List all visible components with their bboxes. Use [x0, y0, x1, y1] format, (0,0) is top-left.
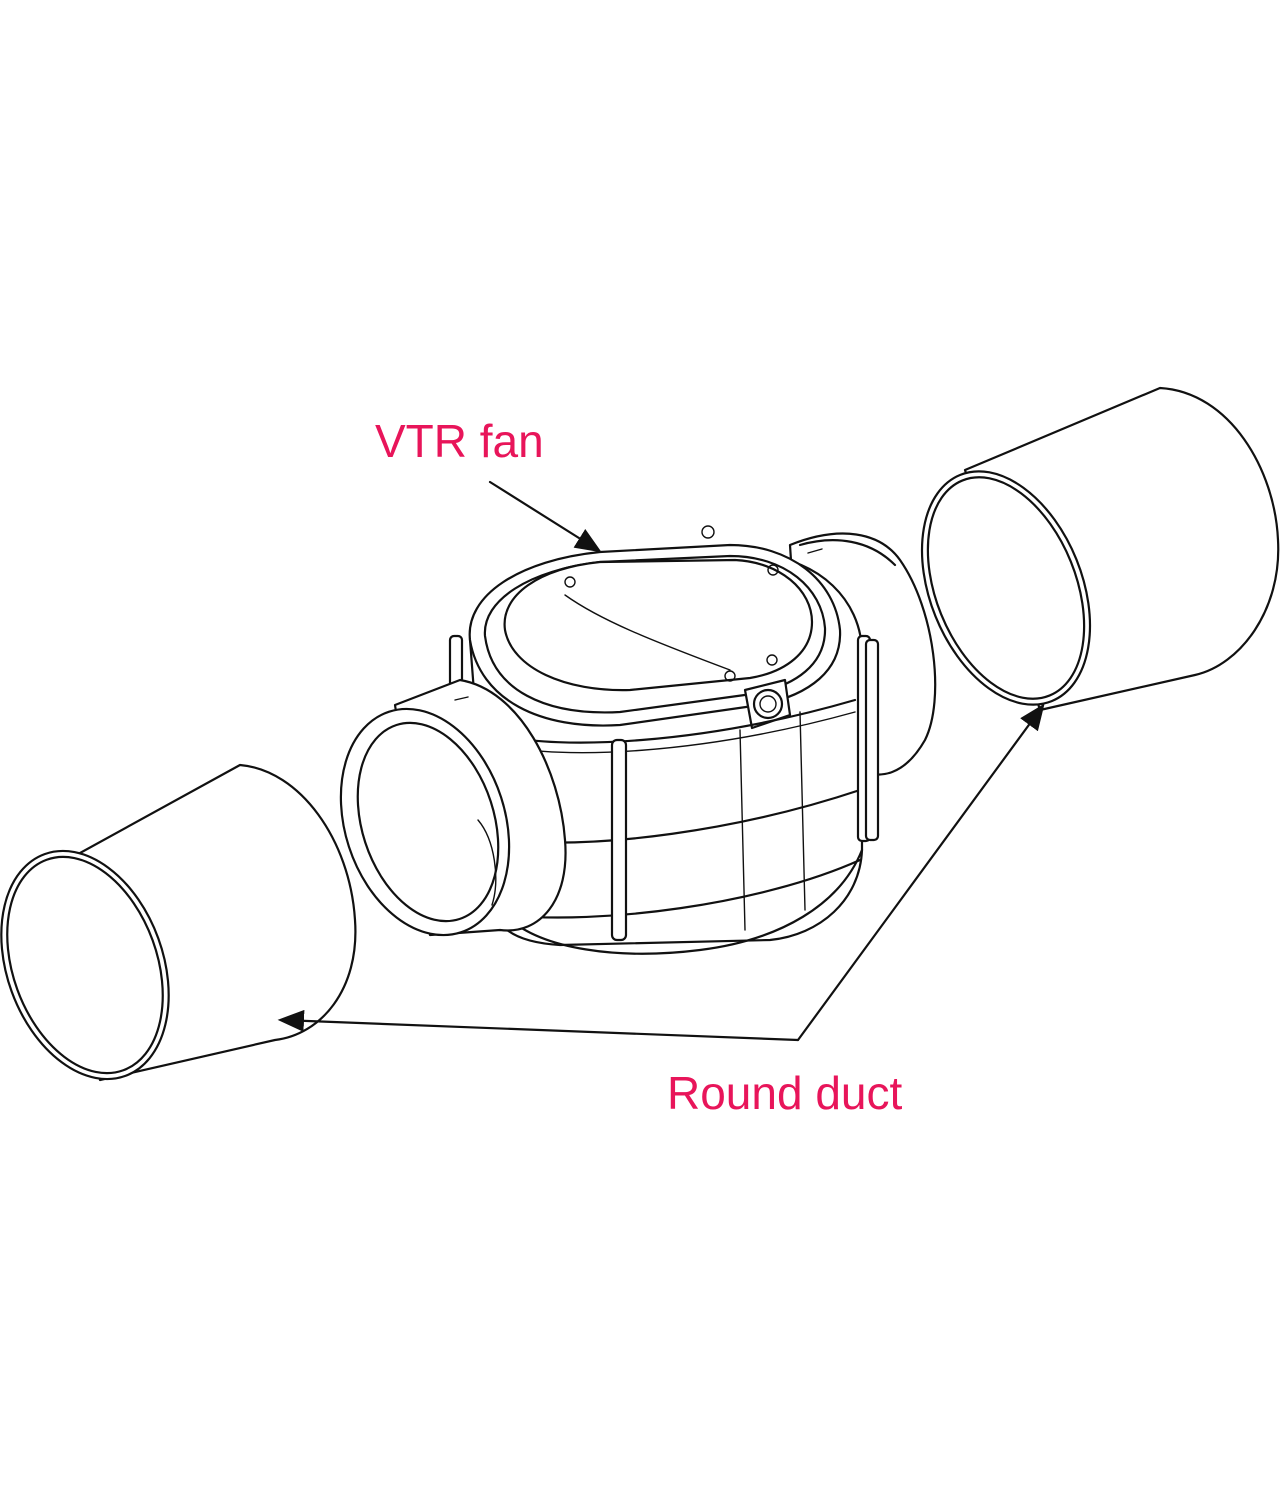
fan-body [468, 525, 864, 955]
fan-leader-arrow [488, 480, 602, 553]
duct-leader-arrows [277, 703, 1045, 1042]
round-duct-left [0, 763, 357, 1082]
fan-clamp-bolts [448, 634, 880, 942]
fan-front-spigot [339, 678, 567, 937]
round-duct-right [920, 386, 1280, 712]
vtr-fan-label: VTR fan [375, 415, 544, 467]
round-duct-label: Round duct [667, 1067, 903, 1119]
